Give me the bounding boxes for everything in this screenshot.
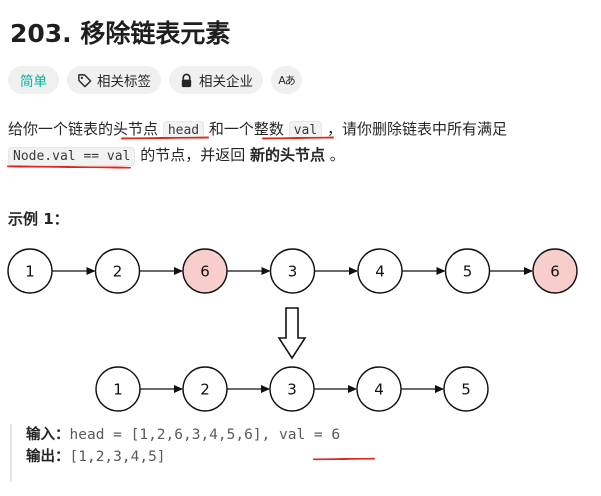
input-node-value: 3 (288, 263, 298, 281)
output-value: [1,2,3,4,5] (69, 449, 166, 465)
desc-text: 的节点，并返回 (140, 146, 246, 164)
arrow-down-icon (277, 307, 307, 360)
related-topics-button[interactable]: 相关标签 (67, 66, 161, 94)
tag-icon (78, 73, 92, 87)
output-node-value: 5 (461, 381, 471, 399)
input-node-value: 6 (200, 263, 210, 281)
input-node (532, 248, 578, 294)
lock-icon (181, 73, 192, 87)
translate-button[interactable]: Aあ (271, 66, 302, 94)
input-node-value: 5 (463, 263, 473, 281)
output-node (443, 366, 489, 412)
related-topics-label: 相关标签 (97, 74, 151, 90)
code-val: val (288, 121, 323, 140)
desc-head-node: 头节点 (113, 120, 159, 138)
output-list: 1 2 3 4 5 (95, 366, 489, 412)
example-heading: 示例 1： (8, 210, 69, 228)
page-title: 203. 移除链表元素 (10, 19, 231, 48)
input-list: 1 2 6 3 4 5 6 (7, 248, 578, 294)
output-node-value: 1 (113, 381, 123, 399)
tag-bar: 简单 相关标签 相关企业 Aあ (8, 66, 302, 96)
desc-text: 。 (329, 146, 345, 164)
input-node-value: 1 (25, 263, 35, 281)
desc-new-head: 新的头节点 (249, 146, 325, 164)
code-node-val-condition: Node.val == val (8, 147, 136, 166)
input-node-value: 6 (550, 263, 560, 281)
problem-description: 给你一个链表的头节点 head 和一个整数 val ，请你删除链表中所有满足 N… (8, 116, 598, 168)
output-label: 输出： (26, 449, 70, 465)
output-node-value: 3 (287, 381, 297, 399)
output-node-value: 4 (374, 381, 384, 399)
desc-text: ，请你删除链表中所有满足 (326, 120, 507, 138)
desc-text: 给你一个链表的 (8, 120, 114, 138)
input-node-value: 2 (113, 263, 123, 281)
annotation-underline (6, 165, 132, 169)
companies-label: 相关企业 (199, 74, 253, 90)
linked-list-diagram: 1 2 6 3 4 5 6 1 2 3 4 5 (7, 248, 578, 412)
input-node-value: 4 (375, 263, 385, 281)
translate-icon: Aあ (278, 74, 296, 87)
example-io: 输入：head = [1,2,6,3,4,5,6], val = 6 输出：[1… (10, 424, 595, 482)
desc-integer: 整数 (253, 120, 284, 138)
code-head: head (162, 121, 205, 140)
companies-button[interactable]: 相关企业 (169, 66, 263, 94)
difficulty-badge[interactable]: 简单 (8, 66, 59, 94)
input-value: head = [1,2,6,3,4,5,6], val = 6 (69, 427, 341, 443)
desc-text: 和一个 (208, 120, 254, 138)
input-label: 输入： (26, 427, 70, 443)
output-node-value: 2 (200, 381, 210, 399)
